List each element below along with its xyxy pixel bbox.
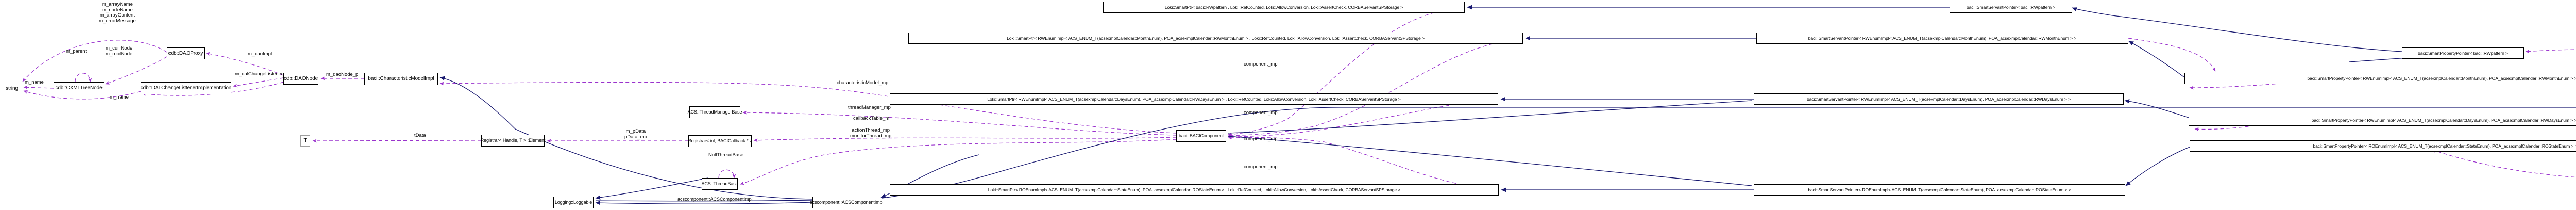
lbl-component-mp-1: component_mp (1244, 61, 1278, 67)
lbl-nullthreadbase: NullThreadBase (708, 152, 744, 158)
class-node-smartpropertyptr_roenum_state[interactable]: baci::SmartPropertyPointer< ROEnumImpl< … (2190, 140, 2576, 152)
class-node-smartservantptr_rwpattern[interactable]: baci::SmartServantPointer< baci::RWpatte… (1950, 2, 2072, 13)
class-node-loki_rwenum_month[interactable]: Loki::SmartPtr< RWEnumImpl< ACS_ENUM_T(a… (908, 33, 1523, 44)
class-node-loki_rwpattern[interactable]: Loki::SmartPtr< baci::RWpattern , Loki::… (1103, 2, 1465, 13)
lbl-threadmanager-mp: threadManager_mp (848, 105, 891, 110)
lbl-acscomponentimpl-bind: acscomponent::ACSComponentImpl (677, 197, 753, 202)
class-node-smartpropertyptr_rwpattern[interactable]: baci::SmartPropertyPointer< baci::RWpatt… (2402, 47, 2524, 59)
class-node-t[interactable]: T (300, 135, 310, 147)
class-node-smartservantptr_rwenum_days[interactable]: baci::SmartServantPointer< RWEnumImpl< A… (1754, 93, 2124, 105)
lbl-component-mp-3: component_mp (1244, 136, 1278, 142)
class-node-loki_roenum_state[interactable]: Loki::SmartPtr< ROEnumImpl< ACS_ENUM_T(a… (890, 184, 1499, 196)
class-node-threadbase[interactable]: ACS::ThreadBase (701, 178, 738, 190)
class-node-bacicomponent[interactable]: baci::BACIComponent (1176, 130, 1226, 142)
lbl-tdata: tData (414, 133, 426, 138)
class-node-smartpropertyptr_rwenum_days[interactable]: baci::SmartPropertyPointer< RWEnumImpl< … (2189, 115, 2576, 126)
class-node-smartpropertyptr_rwenum_month[interactable]: baci::SmartPropertyPointer< RWEnumImpl< … (2184, 73, 2576, 84)
class-node-registrar_int_bacicallback[interactable]: Registrar< int, BACICallback * > (688, 135, 752, 147)
class-node-loggable[interactable]: Logging::Loggable (553, 197, 594, 208)
class-node-dalchangelistener[interactable]: cdb::DALChangeListenerImplementation (141, 82, 231, 94)
lbl-m-daonode-p: m_daoNode_p (326, 72, 359, 77)
class-node-loki_rwenum_days[interactable]: Loki::SmartPtr< RWEnumImpl< ACS_ENUM_T(a… (890, 93, 1498, 105)
class-node-string[interactable]: string (2, 83, 22, 94)
class-node-daonode[interactable]: cdb::DAONode (283, 73, 318, 85)
lbl-m-daoimpl: m_daoImpl (248, 51, 272, 57)
class-node-characteristicmodelimpl[interactable]: baci::CharacteristicModelImpl (364, 73, 438, 85)
class-node-registrar_handle_t[interactable]: Registrar< Handle, T >::Element (481, 135, 545, 147)
lbl-component-mp-4: component_mp (1244, 164, 1278, 170)
class-node-cxmltreenode[interactable]: cdb::CXMLTreeNode (54, 82, 104, 94)
lbl-component-mp-2: component_mp (1244, 110, 1278, 116)
lbl-callbacktable-m: callbackTable_m (853, 116, 890, 121)
lbl-m-parent: m_parent (66, 49, 87, 54)
class-node-daoproxy[interactable]: cdb::DAOProxy (167, 47, 205, 59)
lbl-m-dalchangelistener: m_dalChangeListener (235, 71, 283, 77)
class-node-acscomponentimpl[interactable]: acscomponent::ACSComponentImpl (810, 197, 883, 208)
lbl-characteristicmodel-mp: characteristicModel_mp (837, 80, 889, 86)
lbl-m-name-1: m_name (25, 79, 44, 85)
class-node-smartservantptr_roenum_state[interactable]: baci::SmartServantPointer< ROEnumImpl< A… (1754, 184, 2125, 196)
class-node-smartservantptr_rwenum_month[interactable]: baci::SmartServantPointer< RWEnumImpl< A… (1756, 33, 2128, 44)
class-node-threadmanagerbase[interactable]: ACS::ThreadManagerBase (688, 106, 742, 118)
lbl-m-name-2: m_name (110, 94, 129, 100)
